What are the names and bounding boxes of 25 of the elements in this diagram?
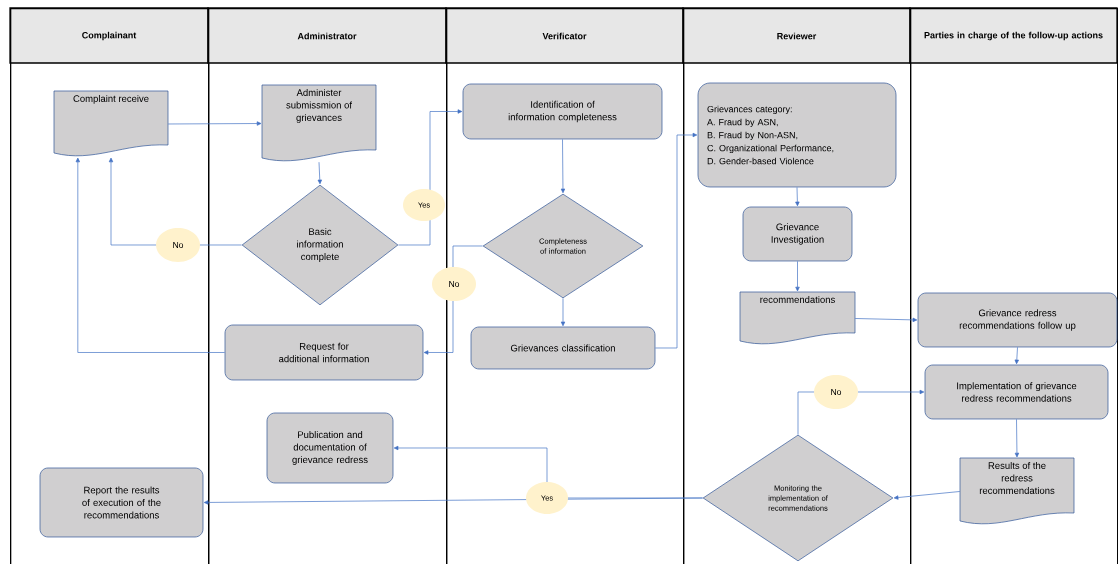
- arrow: [560, 298, 566, 327]
- edge-label: No: [814, 375, 858, 409]
- arrow: [795, 261, 800, 292]
- process-box: Grievance Investigation: [742, 206, 853, 262]
- process-box: Report the results of execution of the recommendations: [39, 467, 204, 538]
- arrow: [893, 491, 961, 500]
- process-box: Request for additional information: [224, 324, 424, 381]
- process-box: Publication and documentation of grievance redress: [266, 412, 394, 484]
- arrow: [1014, 419, 1020, 458]
- edge-label: No: [432, 267, 476, 301]
- arrow: [317, 161, 322, 185]
- arrow: [795, 187, 800, 207]
- arrow: [75, 157, 225, 353]
- arrow: [393, 445, 703, 499]
- arrow: [560, 139, 566, 194]
- process-box: Grievances category: A. Fraud by ASN, B. Fraud by Non-ASN, C. Organizational Performance, D. Gender-based Violence: [697, 82, 897, 188]
- arrow: [1014, 347, 1019, 365]
- process-box: Grievances classification: [470, 326, 656, 370]
- edge-label: No: [156, 228, 200, 262]
- process-box: Grievance redress recommendations follow up: [917, 292, 1118, 348]
- process-box: Implementation of grievance redress recommendations: [924, 364, 1109, 420]
- process-box: Identification of information completeness: [462, 83, 663, 140]
- arrow: [854, 317, 918, 323]
- arrow: [655, 132, 698, 349]
- arrow: [167, 121, 262, 126]
